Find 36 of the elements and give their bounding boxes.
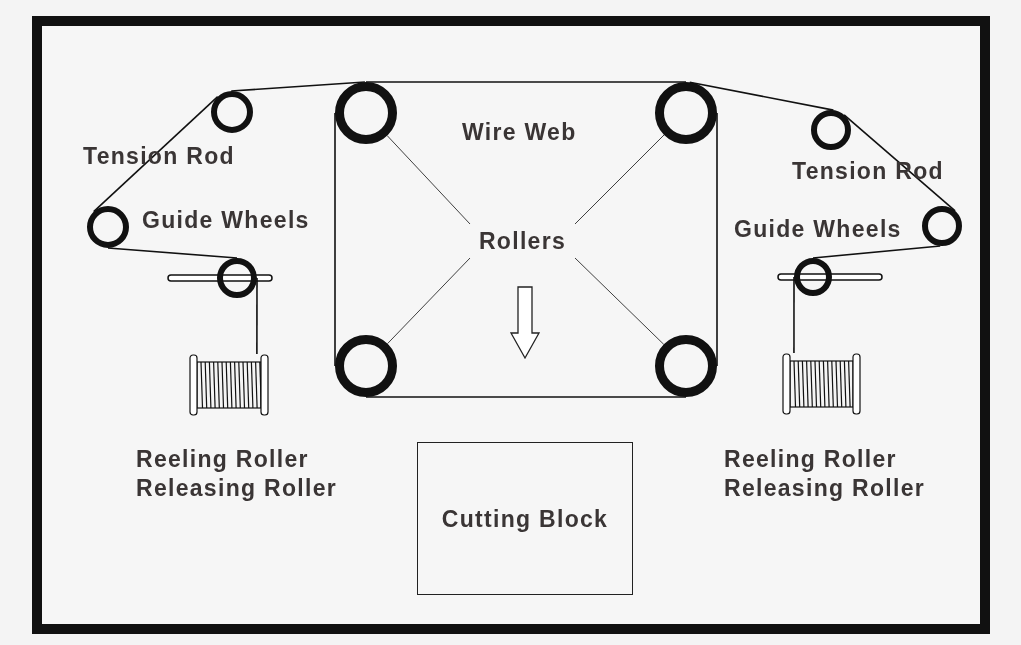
wire-line <box>107 247 238 259</box>
part-label: Reeling Roller <box>136 446 309 472</box>
roller-wheel <box>335 82 397 144</box>
wire-line <box>716 112 718 367</box>
roller-wheel <box>211 91 253 133</box>
roller-wheel <box>655 335 717 397</box>
roller-wheel <box>794 258 832 296</box>
wire-line <box>256 277 258 355</box>
part-label: Releasing Roller <box>724 475 926 501</box>
roller-wheel <box>811 110 851 150</box>
part-label: Reeling Roller <box>724 446 897 472</box>
spool-drawing <box>781 353 862 415</box>
part-label: Guide Wheels <box>142 207 310 233</box>
roller-wheel <box>655 82 717 144</box>
rollers-label: Rollers <box>470 224 575 258</box>
spool-drawing <box>188 354 270 416</box>
leader-line <box>387 257 471 345</box>
roller-wheel <box>922 206 962 246</box>
roller-wheel <box>87 206 129 248</box>
part-label: Wire Web <box>462 119 577 145</box>
wire-line <box>334 112 336 367</box>
wire-line <box>365 396 687 398</box>
roller-wheel <box>217 258 257 298</box>
roller-wheel <box>335 335 397 397</box>
wire-line <box>843 114 956 212</box>
leader-line <box>574 134 665 225</box>
wire-line <box>812 245 942 259</box>
part-label: Guide Wheels <box>734 216 902 242</box>
leader-line <box>574 257 665 345</box>
block-label: Cutting Block <box>441 505 609 532</box>
wire-line <box>793 276 795 354</box>
wire-line <box>230 81 366 92</box>
wire-line <box>365 81 687 83</box>
part-label: Releasing Roller <box>136 475 338 501</box>
leader-line <box>386 135 471 225</box>
cutting-block <box>417 442 633 595</box>
